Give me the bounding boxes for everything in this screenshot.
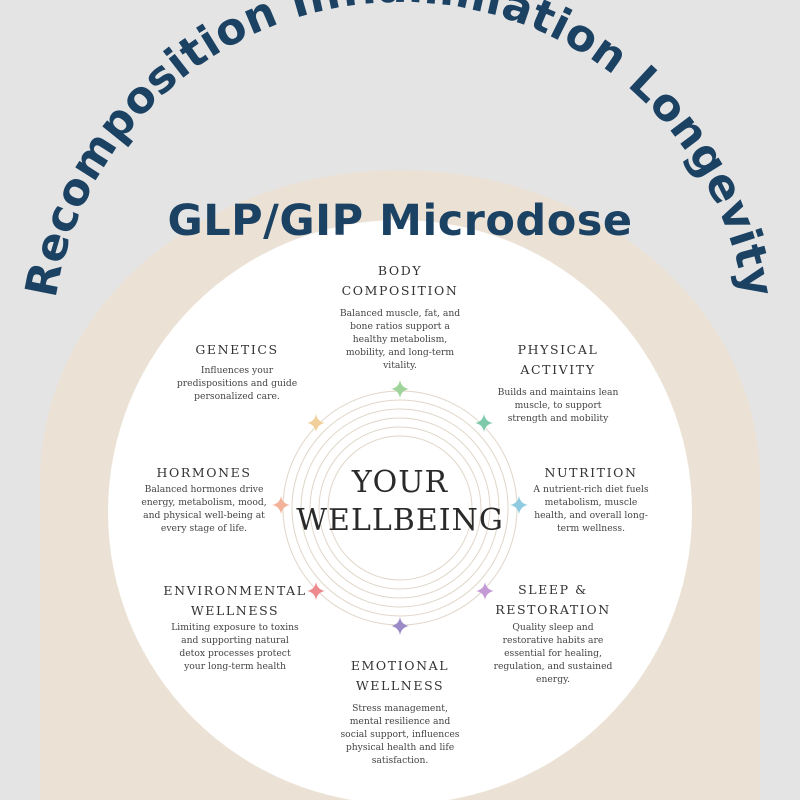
section-heading: WELLNESS [355,678,445,693]
section-description: Balanced hormones drive energy, metaboli… [124,483,284,535]
desc-line: energy. [536,674,570,685]
subtitle: GLP/GIP Microdose [167,196,633,246]
section-description: Influences your predispositions and guid… [157,364,317,403]
section-heading: ENVIRONMENTAL [163,583,307,598]
desc-line: your long-term health [184,661,286,672]
section-heading: BODY [377,263,423,278]
desc-line: Builds and maintains lean [497,387,619,398]
desc-line: personalized care. [194,391,280,402]
section-body-composition: BODY COMPOSITION Balanced muscle, fat, a… [310,261,490,372]
sparkle-icon-nutrition [510,496,528,514]
desc-line: and supporting natural [181,635,289,646]
desc-line: Influences your [200,365,274,376]
section-description: Quality sleep and restorative habits are… [473,621,633,686]
section-description: A nutrient-rich diet fuels metabolism, m… [511,483,671,535]
section-heading: ACTIVITY [520,362,596,377]
desc-line: term wellness. [556,523,626,534]
section-nutrition: NUTRITION A nutrient-rich diet fuels met… [511,463,671,535]
desc-line: Balanced muscle, fat, and [339,308,461,319]
section-sleep-restoration: SLEEP & RESTORATION Quality sleep and re… [473,580,633,686]
center-label-line1: YOUR [351,465,449,500]
section-heading: WELLNESS [190,603,280,618]
section-emotional-wellness: EMOTIONAL WELLNESS Stress management, me… [310,656,490,767]
desc-line: regulation, and sustained [493,661,613,672]
sparkle-icon-sleep-restoration [476,582,494,600]
desc-line: detox processes protect [179,648,291,659]
section-heading: SLEEP & [518,582,588,597]
section-heading: RESTORATION [495,602,611,617]
desc-line: muscle, to support [514,400,602,411]
desc-line: strength and mobility [507,413,609,424]
desc-line: health, and overall long- [534,510,648,521]
sparkle-icon-emotional-wellness [391,617,409,635]
desc-line: every stage of life. [160,523,248,534]
section-description: Balanced muscle, fat, and bone ratios su… [310,307,490,372]
desc-line: A nutrient-rich diet fuels [533,484,649,495]
sparkle-icon-environmental-wellness [307,582,325,600]
desc-line: satisfaction. [371,755,429,766]
white-circle [108,220,692,800]
section-heading: HORMONES [156,465,252,480]
center-label-line2: WELLBEING [296,503,504,538]
section-heading: COMPOSITION [341,283,459,298]
section-description: Stress management, mental resilience and… [310,702,490,767]
section-hormones: HORMONES Balanced hormones drive energy,… [124,463,284,535]
desc-line: Balanced hormones drive [144,484,264,495]
desc-line: physical health and life [345,742,455,753]
sparkle-icon-physical-activity [475,414,493,432]
section-environmental-wellness: ENVIRONMENTAL WELLNESS Limiting exposure… [150,581,320,673]
desc-line: energy, metabolism, mood, [141,497,267,508]
desc-line: mental resilience and [349,716,451,727]
sparkle-icon-body-composition [391,380,409,398]
desc-line: Quality sleep and [512,622,594,633]
desc-line: bone ratios support a [350,321,450,332]
desc-line: essential for healing, [504,648,602,659]
desc-line: vitality. [383,360,417,371]
sparkle-icon-hormones [272,496,290,514]
section-description: Builds and maintains lean muscle, to sup… [478,386,638,425]
section-heading: PHYSICAL [517,342,599,357]
desc-line: metabolism, muscle [544,497,638,508]
desc-line: predispositions and guide [176,378,298,389]
desc-line: and physical well-being at [143,510,265,521]
desc-line: social support, influences [340,729,460,740]
section-heading: NUTRITION [544,465,638,480]
desc-line: mobility, and long-term [345,347,455,358]
desc-line: Stress management, [352,703,448,714]
section-genetics: GENETICS Influences your predispositions… [157,340,317,403]
section-heading: EMOTIONAL [350,658,450,673]
section-description: Limiting exposure to toxins and supporti… [150,621,320,673]
center-label: YOUR WELLBEING [290,464,510,540]
section-physical-activity: PHYSICAL ACTIVITY Builds and maintains l… [478,340,638,425]
sparkle-icon-genetics [307,414,325,432]
section-heading: GENETICS [195,342,279,357]
desc-line: healthy metabolism, [352,334,448,345]
desc-line: Limiting exposure to toxins [171,622,299,633]
desc-line: restorative habits are [502,635,604,646]
